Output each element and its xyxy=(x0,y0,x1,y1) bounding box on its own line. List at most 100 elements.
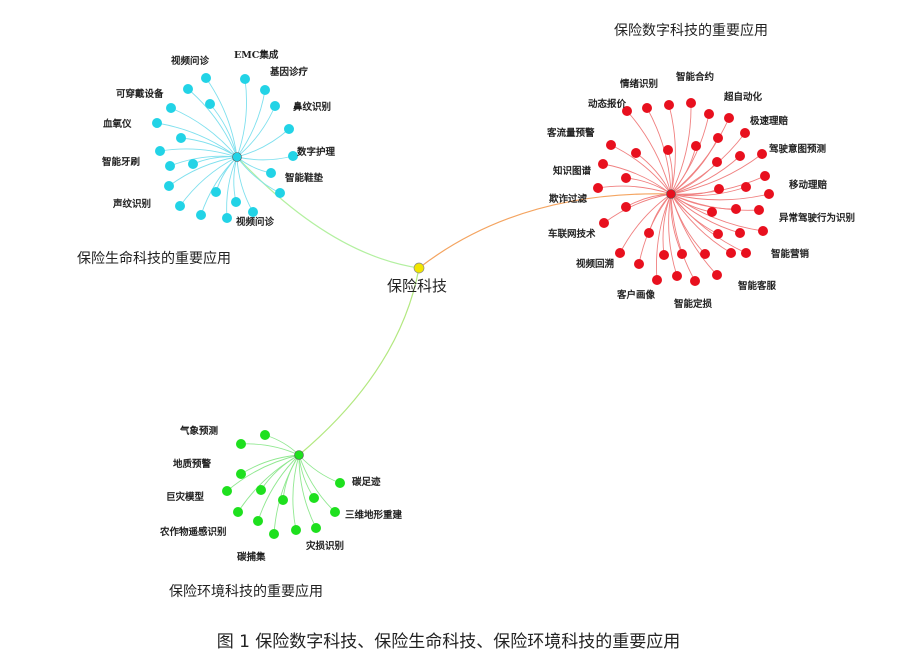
leaf-node xyxy=(175,201,185,211)
leaf-node xyxy=(741,182,751,192)
leaf-node xyxy=(266,168,276,178)
digital-nodes xyxy=(593,98,774,286)
node-label: 声纹识别 xyxy=(112,198,151,210)
life-nodes xyxy=(152,73,298,223)
leaf-node xyxy=(686,98,696,108)
leaf-node xyxy=(741,248,751,258)
leaf-node xyxy=(634,259,644,269)
leaf-node xyxy=(621,202,631,212)
edge xyxy=(168,156,238,187)
figure-caption: 图 1 保险数字科技、保险生命科技、保险环境科技的重要应用 xyxy=(216,632,681,652)
node-label: 移动理赔 xyxy=(789,179,828,191)
edge xyxy=(656,193,672,281)
node-label: 视频问诊 xyxy=(171,55,210,67)
cluster-links xyxy=(236,156,672,456)
edge xyxy=(236,89,266,158)
leaf-node xyxy=(593,183,603,193)
leaf-node xyxy=(211,187,221,197)
hub-nodes xyxy=(232,152,676,460)
node-label: 鼻纹识别 xyxy=(293,101,331,113)
leaf-node xyxy=(677,249,687,259)
leaf-node xyxy=(275,188,285,198)
leaf-node xyxy=(652,275,662,285)
leaf-node xyxy=(196,210,206,220)
edge xyxy=(236,78,247,158)
leaf-node xyxy=(758,226,768,236)
edge xyxy=(638,193,672,265)
leaf-node xyxy=(663,145,673,155)
node-label: 农作物遥感识别 xyxy=(159,526,227,538)
leaf-node xyxy=(740,128,750,138)
leaf-node xyxy=(330,507,340,517)
leaf-node xyxy=(707,207,717,217)
life-hub-node xyxy=(232,152,242,162)
edge xyxy=(240,454,300,475)
leaf-node xyxy=(183,84,193,94)
edge xyxy=(670,193,741,234)
leaf-node xyxy=(284,124,294,134)
leaf-node xyxy=(672,271,682,281)
leaf-node xyxy=(233,507,243,517)
leaf-node xyxy=(713,133,723,143)
edge xyxy=(187,88,238,158)
leaf-node xyxy=(311,523,321,533)
edge xyxy=(159,148,238,158)
leaf-node xyxy=(270,101,280,111)
node-label: 视频问诊 xyxy=(236,216,275,228)
edge xyxy=(179,156,238,207)
leaf-node xyxy=(700,249,710,259)
edge xyxy=(257,454,300,522)
leaf-node xyxy=(152,118,162,128)
leaf-node xyxy=(176,133,186,143)
leaf-node xyxy=(714,184,724,194)
center-node-label: 保险科技 xyxy=(387,277,447,295)
node-label: 智能鞋垫 xyxy=(285,172,324,184)
leaf-node xyxy=(704,109,714,119)
edge xyxy=(668,104,676,195)
leaf-node xyxy=(260,430,270,440)
leaf-node xyxy=(690,276,700,286)
leaf-node xyxy=(253,516,263,526)
node-label: 智能定损 xyxy=(674,298,713,310)
leaf-node xyxy=(222,213,232,223)
edge xyxy=(200,156,238,216)
leaf-node xyxy=(335,478,345,488)
node-label: 驾驶意图预测 xyxy=(769,143,827,155)
node-label: EMC集成 xyxy=(234,49,279,61)
node-label: 极速理赔 xyxy=(750,115,789,127)
edge xyxy=(226,156,238,219)
leaf-node xyxy=(205,99,215,109)
edge xyxy=(670,193,732,254)
leaf-node xyxy=(621,173,631,183)
leaf-node xyxy=(622,106,632,116)
leaf-node xyxy=(712,270,722,280)
leaf-node xyxy=(642,103,652,113)
edge xyxy=(670,102,692,195)
leaf-node xyxy=(598,159,608,169)
node-label: 三维地形重建 xyxy=(345,509,403,521)
edge xyxy=(226,454,300,492)
leaf-node xyxy=(222,486,232,496)
leaf-node xyxy=(256,485,266,495)
leaf-node xyxy=(735,151,745,161)
leaf-node xyxy=(631,148,641,158)
edge xyxy=(670,193,718,276)
edge xyxy=(668,193,678,277)
node-label: 情绪识别 xyxy=(619,78,658,90)
digital-link xyxy=(418,193,672,269)
leaf-node xyxy=(664,100,674,110)
leaf-node xyxy=(164,181,174,191)
node-label: 知识图谱 xyxy=(552,165,592,177)
env-edges xyxy=(226,434,341,535)
node-label: 客户画像 xyxy=(616,289,656,301)
edge xyxy=(670,193,760,211)
edge xyxy=(209,103,238,158)
edge xyxy=(298,454,341,484)
node-label: 动态报价 xyxy=(588,98,627,110)
edge xyxy=(205,77,238,158)
leaf-node xyxy=(155,146,165,156)
edge xyxy=(648,193,672,234)
life-link xyxy=(236,156,420,269)
edge xyxy=(264,434,300,456)
leaf-node xyxy=(615,248,625,258)
